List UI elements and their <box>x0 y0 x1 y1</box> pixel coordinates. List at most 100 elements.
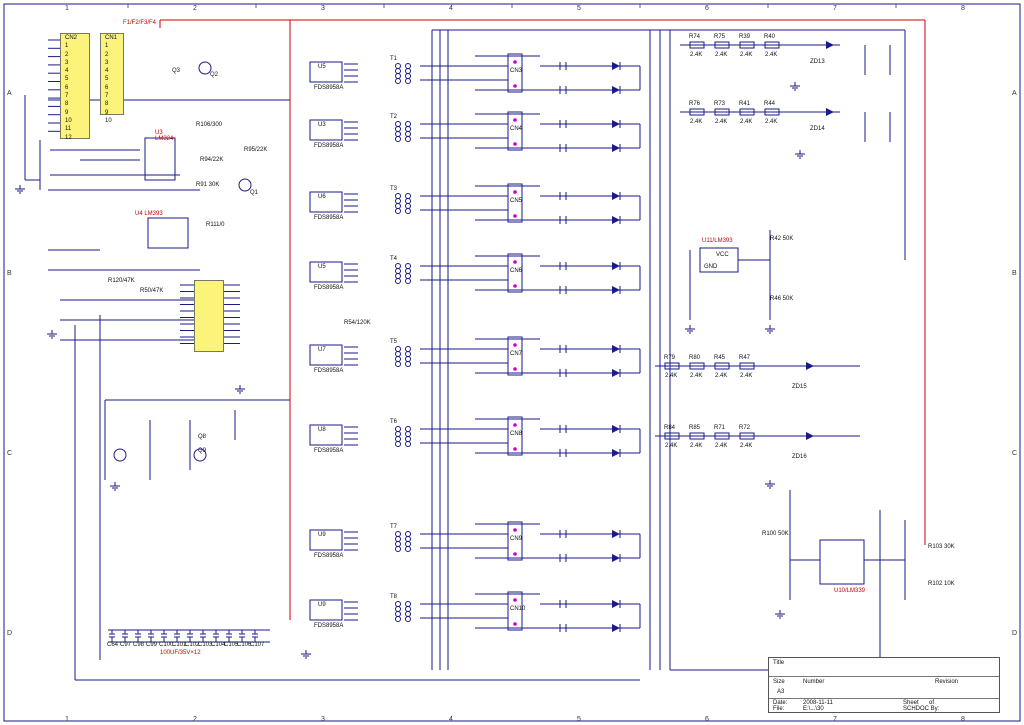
transformer-coil <box>395 63 401 69</box>
r46-label: R46 50K <box>770 296 793 302</box>
diode-symbol <box>806 362 814 370</box>
transformer-coil <box>405 601 411 607</box>
q2-label: Q2 <box>210 72 219 78</box>
mosfet-body <box>309 261 343 283</box>
output-connector <box>507 336 523 376</box>
transformer-label: T4 <box>390 256 398 262</box>
connector-pin-dot <box>513 598 517 602</box>
connector-pin-dot <box>513 552 517 556</box>
mosfet-ref: U7 <box>318 347 326 353</box>
resistor-ref: R80 <box>689 355 701 361</box>
connector-pin: 11 <box>65 126 72 133</box>
connector-pin-dot <box>513 118 517 122</box>
transformer-coil <box>395 441 401 447</box>
output-connector <box>507 591 523 631</box>
transformer-label: T1 <box>390 56 398 62</box>
resistor-value: 2.4K <box>715 443 727 449</box>
transformer-coil <box>405 351 411 357</box>
zone-marker-right: A <box>1012 90 1017 97</box>
mosfet-ref: U5 <box>318 264 326 270</box>
mosfet-body <box>309 424 343 446</box>
zone-marker-bottom: 6 <box>705 716 709 723</box>
resistor-value: 2.4K <box>715 52 727 58</box>
resistor-value: 2.4K <box>690 52 702 58</box>
transformer-coil <box>395 203 401 209</box>
mosfet-body <box>309 191 343 213</box>
connector-pin: 1 <box>65 43 69 50</box>
file-value: E:\...\30 <box>803 706 824 712</box>
q3-label: Q3 <box>172 68 181 74</box>
resistor-value: 2.4K <box>740 443 752 449</box>
transformer-coil <box>405 441 411 447</box>
transformer-coil <box>405 541 411 547</box>
connector-pin-dot <box>513 60 517 64</box>
mosfet-body <box>309 529 343 551</box>
transformer-coil <box>395 601 401 607</box>
transformer-coil <box>395 273 401 279</box>
zone-marker-left: A <box>7 90 12 97</box>
transformer-coil <box>405 431 411 437</box>
connector-pin: 6 <box>105 84 109 91</box>
zone-marker-top: 5 <box>577 5 581 12</box>
date-label: Date: <box>773 700 788 706</box>
resistor-ref: R85 <box>689 425 701 431</box>
resistor-ref: R40 <box>764 34 776 40</box>
connector-pin: 3 <box>65 59 69 66</box>
transformer-coil <box>395 431 401 437</box>
mosfet-ref: U9 <box>318 532 326 538</box>
transformer-coil <box>395 536 401 542</box>
connector-pin: 8 <box>65 101 69 108</box>
connector-pin: 9 <box>105 109 109 116</box>
zone-marker-left: B <box>7 270 12 277</box>
output-connector-label: CN6 <box>510 268 523 274</box>
title-label: Title <box>773 660 785 666</box>
capacitor-label: C98 <box>133 642 145 648</box>
transistor-symbol <box>198 61 212 75</box>
connector-pin-dot <box>513 343 517 347</box>
output-connector-label: CN10 <box>510 606 526 612</box>
mosfet-part: FDS8958A <box>314 143 343 149</box>
connector-pin: 4 <box>105 68 109 75</box>
mosfet-part: FDS8958A <box>314 215 343 221</box>
resistor-value: 2.4K <box>740 373 752 379</box>
r50-label: R50/47K <box>140 288 163 294</box>
r100-label: R100 50K <box>762 531 789 537</box>
capacitor-label: C105 <box>224 642 239 648</box>
transformer-coil <box>395 351 401 357</box>
connector-pin: 5 <box>105 76 109 83</box>
transformer-coil <box>395 121 401 127</box>
sheet-label: Sheet <box>903 700 919 706</box>
transformer-coil <box>405 193 411 199</box>
resistor-value: 2.4K <box>690 443 702 449</box>
transformer-coil <box>405 278 411 284</box>
zener-label: ZD13 <box>810 59 825 65</box>
mosfet-part: FDS8958A <box>314 553 343 559</box>
zone-marker-right: D <box>1012 630 1017 637</box>
zone-marker-top: 8 <box>961 5 965 12</box>
transformer-coil <box>395 78 401 84</box>
transformer-coil <box>405 606 411 612</box>
transformer-coil <box>395 346 401 352</box>
connector-pin: 8 <box>105 101 109 108</box>
transformer-coil <box>405 361 411 367</box>
transformer-coil <box>405 426 411 432</box>
zone-marker-top: 7 <box>833 5 837 12</box>
transformer-coil <box>405 436 411 442</box>
resistor-value: 2.4K <box>690 119 702 125</box>
connector-pin: 12 <box>65 134 72 141</box>
output-connector-label: CN7 <box>510 351 523 357</box>
transistor-symbol <box>238 178 252 192</box>
ic-u10-ref: U10/LM339 <box>834 588 866 594</box>
transformer-label: T5 <box>390 339 398 345</box>
transformer-coil <box>395 611 401 617</box>
zone-marker-top: 3 <box>321 5 325 12</box>
transformer-coil <box>395 263 401 269</box>
ic-u4-body <box>147 217 189 249</box>
size-label: Size <box>773 679 785 685</box>
r94-label: R94/22K <box>200 157 223 163</box>
zone-marker-bottom: 2 <box>193 716 197 723</box>
transformer-coil <box>395 546 401 552</box>
